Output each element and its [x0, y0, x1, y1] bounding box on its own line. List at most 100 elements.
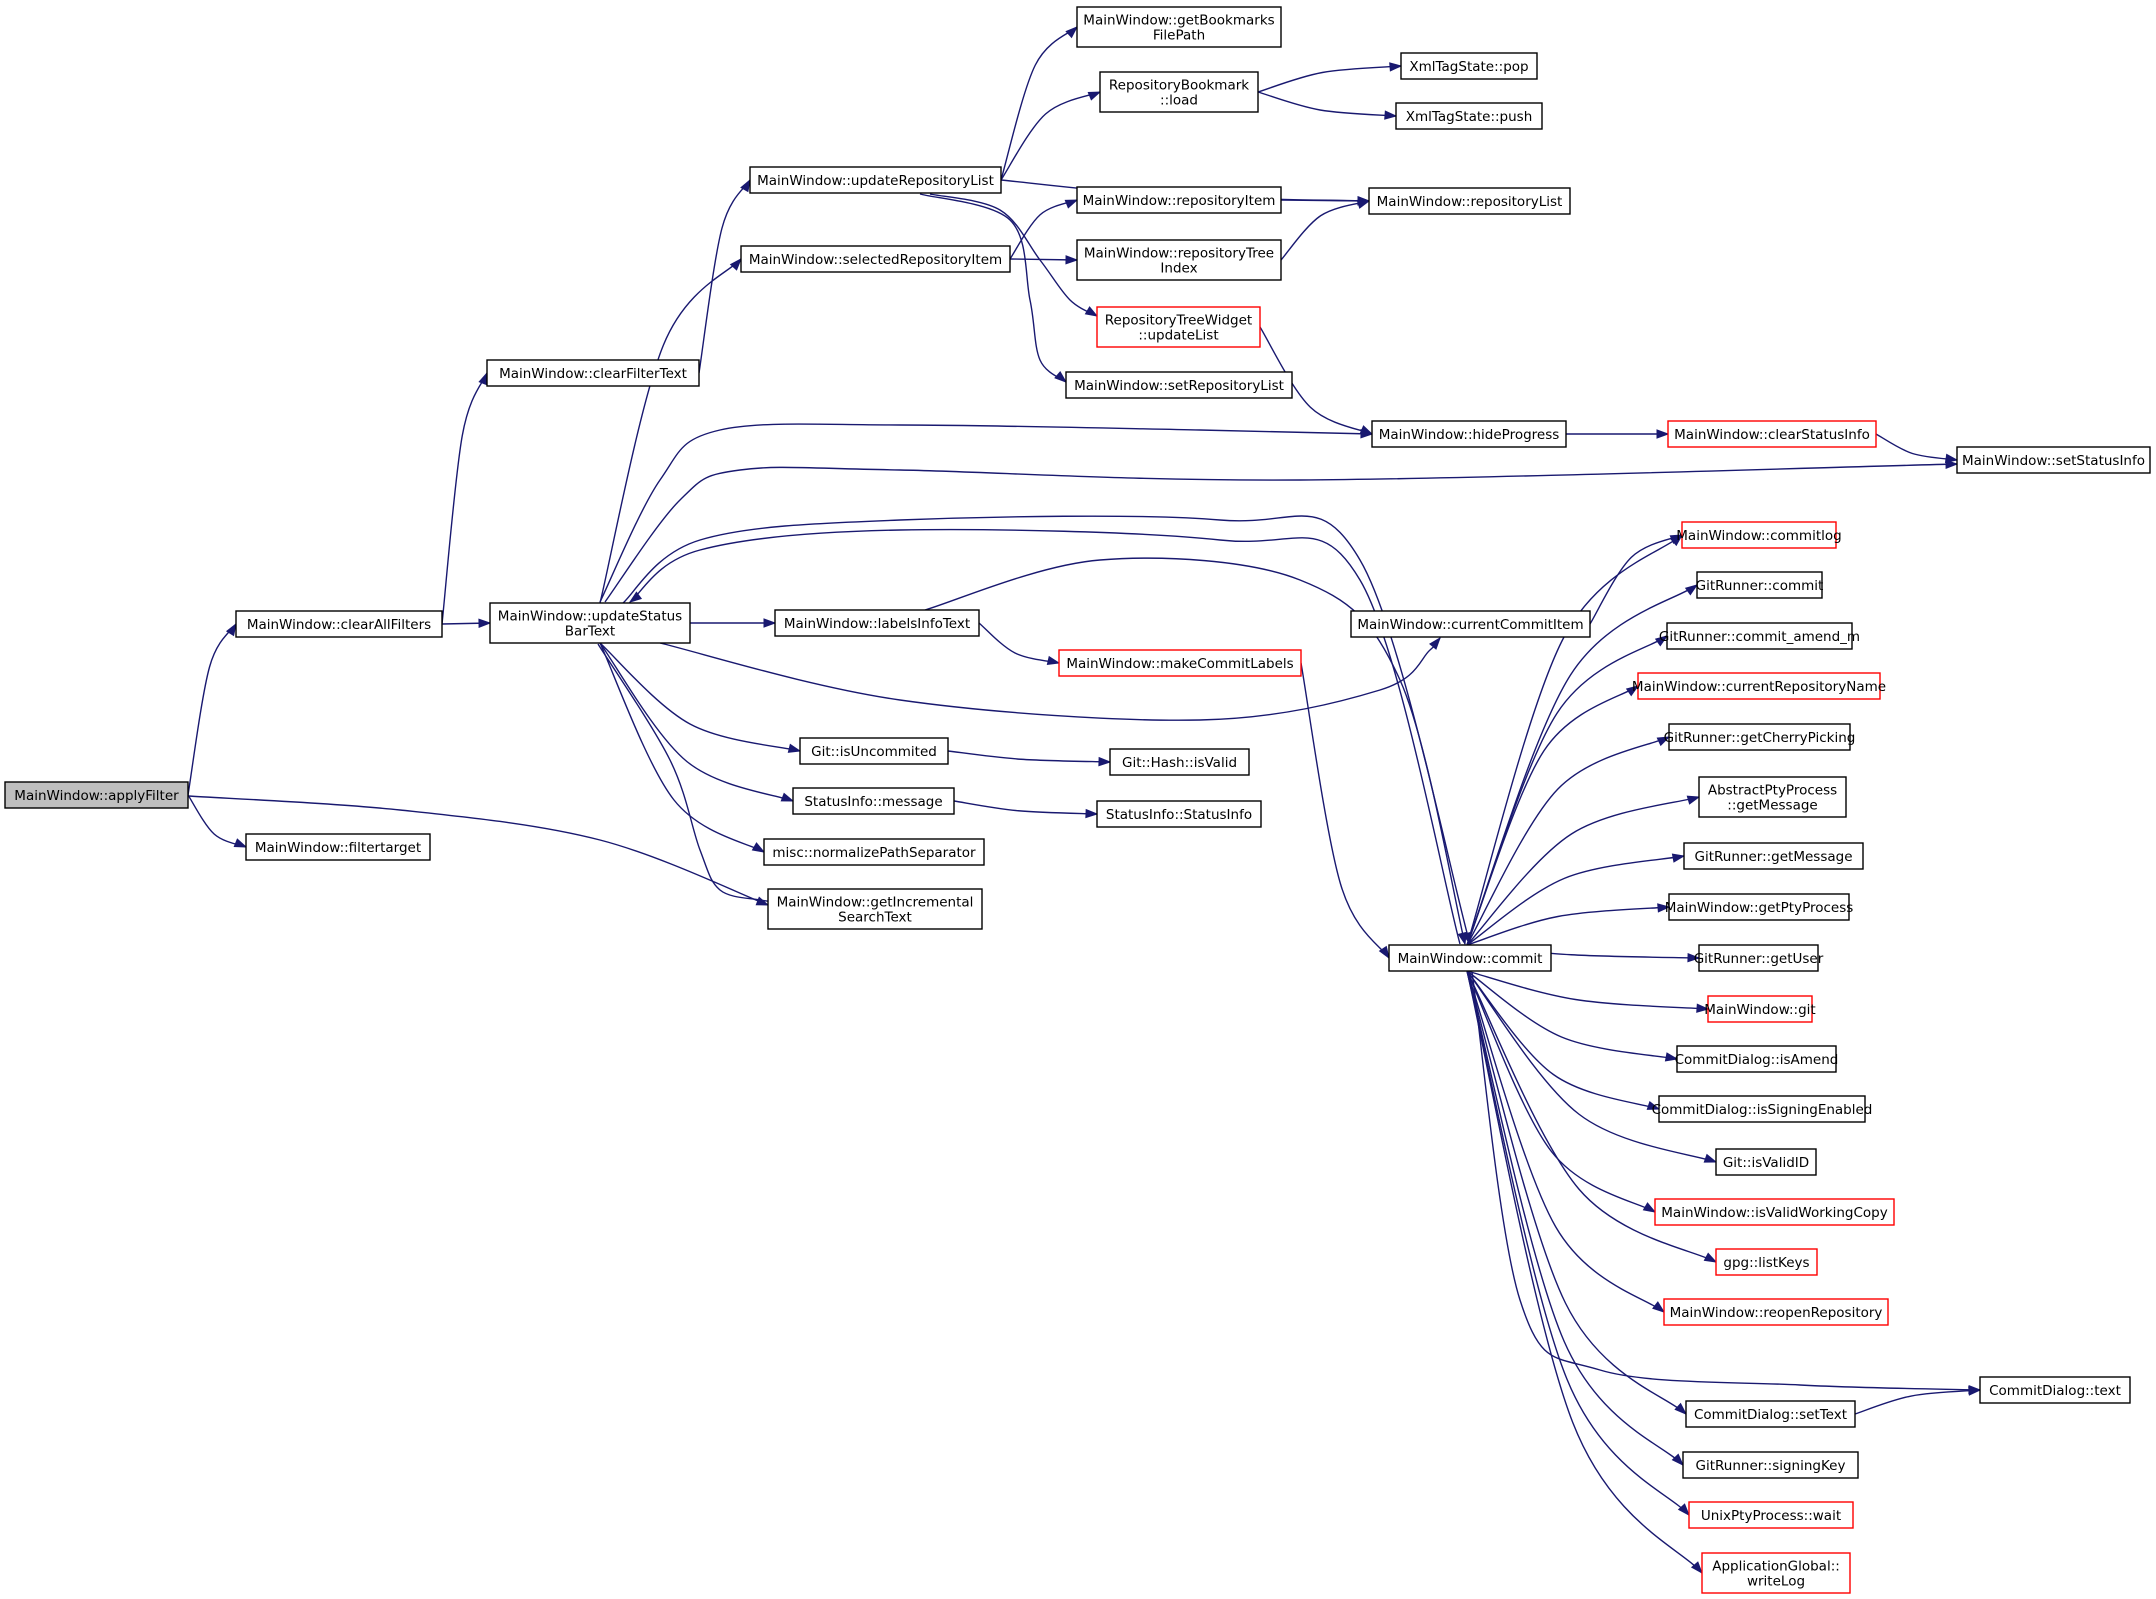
- node-isAmend[interactable]: CommitDialog::isAmend: [1675, 1045, 1839, 1073]
- node-hashIsValid[interactable]: Git::Hash::isValid: [1109, 748, 1250, 776]
- node-getUser[interactable]: GitRunner::getUser: [1694, 944, 1824, 972]
- node-filtertarget[interactable]: MainWindow::filtertarget: [245, 833, 431, 861]
- node-commitlog[interactable]: MainWindow::commitlog: [1676, 521, 1842, 549]
- edge-bookmarkLoad-to-xmlPop: [1257, 65, 1402, 93]
- node-box-commit: [1388, 944, 1552, 972]
- node-updateRepositoryList[interactable]: MainWindow::updateRepositoryList: [749, 166, 1002, 194]
- node-repositoryItem[interactable]: MainWindow::repositoryItem: [1076, 186, 1282, 214]
- node-label-getPtyProcess: MainWindow::getPtyProcess: [1665, 900, 1854, 916]
- node-hideProgress[interactable]: MainWindow::hideProgress: [1371, 420, 1567, 448]
- node-labelsInfoText[interactable]: MainWindow::labelsInfoText: [774, 609, 980, 637]
- edge-updateStatusBarText-to-normalizePathSeparator-arrowhead: [751, 842, 766, 853]
- node-label-statusInfoCtor: StatusInfo::StatusInfo: [1106, 807, 1252, 823]
- edge-commit-to-grCommit-arrowhead: [1684, 584, 1699, 596]
- node-repositoryList[interactable]: MainWindow::repositoryList: [1368, 187, 1571, 215]
- node-box-normalizePathSeparator: [763, 838, 985, 866]
- node-ptyGetMessage[interactable]: AbstractPtyProcess::getMessage: [1698, 776, 1847, 818]
- node-xmlPush[interactable]: XmlTagState::push: [1395, 102, 1543, 130]
- edge-applyFilter-to-clearAllFilters-arrowhead: [225, 622, 237, 637]
- edge-updateStatusBarText-to-currentCommitItem: [659, 637, 1441, 721]
- node-label-isUncommited: Git::isUncommited: [811, 744, 937, 760]
- node-writeLog[interactable]: ApplicationGlobal::writeLog: [1701, 1552, 1851, 1594]
- node-box-signingKey: [1682, 1451, 1859, 1479]
- edge-updateStatusBarText-to-isUncommited: [599, 642, 801, 752]
- node-label-getBookmarksFilePath-line2: FilePath: [1153, 28, 1205, 44]
- edge-commit-to-isSigningEnabled-arrowhead: [1646, 1100, 1661, 1110]
- node-selectedRepositoryItem[interactable]: MainWindow::selectedRepositoryItem: [740, 245, 1011, 273]
- node-box-grCommit: [1696, 571, 1823, 599]
- node-grCommitAmend[interactable]: GitRunner::commit_amend_m: [1659, 622, 1860, 650]
- node-applyFilter[interactable]: MainWindow::applyFilter: [4, 781, 189, 809]
- node-getCherryPicking[interactable]: GitRunner::getCherryPicking: [1664, 723, 1856, 751]
- node-box-bookmarkLoad: [1099, 71, 1259, 113]
- node-statusMessage[interactable]: StatusInfo::message: [792, 787, 955, 815]
- node-label-getUser: GitRunner::getUser: [1694, 951, 1824, 967]
- edge-repositoryTreeIndex-to-repositoryList: [1280, 200, 1370, 261]
- node-label-grGetMessage: GitRunner::getMessage: [1695, 849, 1853, 865]
- node-isValidWorkingCopy[interactable]: MainWindow::isValidWorkingCopy: [1654, 1198, 1895, 1226]
- node-makeCommitLabels[interactable]: MainWindow::makeCommitLabels: [1058, 649, 1302, 677]
- node-isSigningEnabled[interactable]: CommitDialog::isSigningEnabled: [1652, 1095, 1873, 1123]
- node-clearAllFilters[interactable]: MainWindow::clearAllFilters: [235, 610, 443, 638]
- node-box-setRepositoryList: [1065, 371, 1293, 399]
- node-commit[interactable]: MainWindow::commit: [1388, 944, 1552, 972]
- edge-commit-to-isAmend-arrowhead: [1664, 1052, 1679, 1062]
- node-box-applyFilter: [4, 781, 189, 809]
- node-box-ptyWait: [1688, 1501, 1854, 1529]
- node-isUncommited[interactable]: Git::isUncommited: [799, 737, 949, 765]
- node-label-clearStatusInfo: MainWindow::clearStatusInfo: [1674, 427, 1870, 443]
- node-listKeys[interactable]: gpg::listKeys: [1715, 1248, 1818, 1276]
- node-clearFilterText[interactable]: MainWindow::clearFilterText: [486, 359, 700, 387]
- node-cdText[interactable]: CommitDialog::text: [1979, 1376, 2131, 1404]
- node-box-isUncommited: [799, 737, 949, 765]
- node-box-listKeys: [1715, 1248, 1818, 1276]
- node-isValidID[interactable]: Git::isValidID: [1715, 1148, 1817, 1176]
- edge-updateRepositoryList-to-bookmarkLoad-arrowhead: [1087, 91, 1102, 101]
- node-mwGit[interactable]: MainWindow::git: [1704, 995, 1816, 1023]
- node-box-grGetMessage: [1683, 842, 1864, 870]
- node-bookmarkLoad[interactable]: RepositoryBookmark::load: [1099, 71, 1259, 113]
- node-normalizePathSeparator[interactable]: misc::normalizePathSeparator: [763, 838, 985, 866]
- node-statusInfoCtor[interactable]: StatusInfo::StatusInfo: [1096, 800, 1262, 828]
- node-treeUpdateList[interactable]: RepositoryTreeWidget::updateList: [1096, 306, 1261, 348]
- node-reopenRepository[interactable]: MainWindow::reopenRepository: [1663, 1298, 1889, 1326]
- node-box-labelsInfoText: [774, 609, 980, 637]
- node-xmlPop[interactable]: XmlTagState::pop: [1400, 52, 1538, 80]
- edge-clearFilterText-to-updateRepositoryList: [698, 179, 751, 374]
- node-currentCommitItem[interactable]: MainWindow::currentCommitItem: [1350, 610, 1591, 638]
- node-setRepositoryList[interactable]: MainWindow::setRepositoryList: [1065, 371, 1293, 399]
- edge-commit-to-isSigningEnabled: [1466, 970, 1660, 1110]
- node-setStatusInfo[interactable]: MainWindow::setStatusInfo: [1956, 446, 2151, 474]
- node-box-setStatusInfo: [1956, 446, 2151, 474]
- node-getPtyProcess[interactable]: MainWindow::getPtyProcess: [1665, 893, 1854, 921]
- edge-labelsInfoText-to-commit: [924, 557, 1466, 945]
- node-box-clearAllFilters: [235, 610, 443, 638]
- node-ptyWait[interactable]: UnixPtyProcess::wait: [1688, 1501, 1854, 1529]
- node-label-signingKey: GitRunner::signingKey: [1696, 1458, 1846, 1474]
- node-grGetMessage[interactable]: GitRunner::getMessage: [1683, 842, 1864, 870]
- node-currentRepositoryName[interactable]: MainWindow::currentRepositoryName: [1632, 672, 1886, 700]
- node-grCommit[interactable]: GitRunner::commit: [1696, 571, 1824, 599]
- edge-commit-to-writeLog: [1466, 970, 1703, 1574]
- node-label-isSigningEnabled: CommitDialog::isSigningEnabled: [1652, 1102, 1873, 1118]
- node-label-setRepositoryList: MainWindow::setRepositoryList: [1074, 378, 1284, 394]
- edge-selectedRepositoryItem-to-repositoryItem-arrowhead: [1064, 199, 1079, 209]
- edge-updateStatusBarText-to-statusMessage: [599, 642, 794, 802]
- edge-updateStatusBarText-to-normalizePathSeparator: [599, 642, 765, 853]
- node-label-isValidWorkingCopy: MainWindow::isValidWorkingCopy: [1661, 1205, 1887, 1221]
- edge-cdSetText-to-cdText: [1854, 1389, 1981, 1415]
- edge-commit-to-commitlog: [1466, 534, 1683, 946]
- node-signingKey[interactable]: GitRunner::signingKey: [1682, 1451, 1859, 1479]
- node-cdSetText[interactable]: CommitDialog::setText: [1685, 1400, 1856, 1428]
- edge-commit-to-isValidWorkingCopy: [1466, 970, 1656, 1213]
- edge-makeCommitLabels-to-commit: [1300, 662, 1390, 959]
- node-label-isValidID: Git::isValidID: [1723, 1155, 1809, 1171]
- edge-commit-to-getUser-arrowhead: [1687, 952, 1701, 963]
- node-clearStatusInfo[interactable]: MainWindow::clearStatusInfo: [1667, 420, 1877, 448]
- edge-commit-to-isValidID: [1466, 970, 1717, 1163]
- node-box-cdText: [1979, 1376, 2131, 1404]
